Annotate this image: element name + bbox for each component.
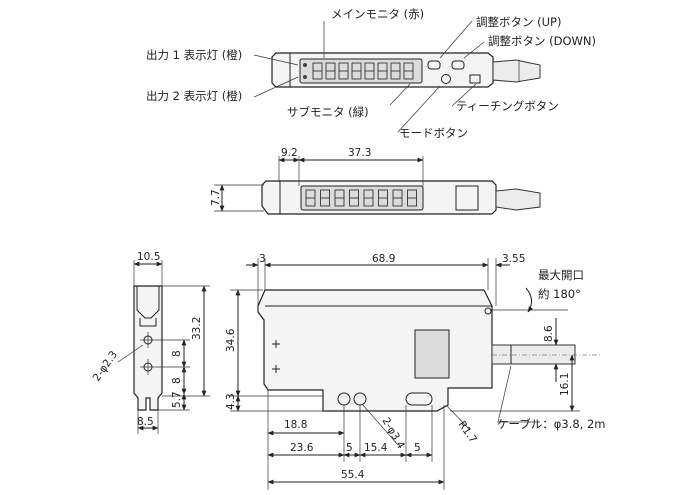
dim-18-8: 18.8 xyxy=(284,419,307,431)
output2-label: 出力 2 表示灯 (橙) xyxy=(146,89,242,103)
front-monitor-display xyxy=(305,189,417,207)
mode-label: モードボタン xyxy=(399,126,468,140)
teaching-label: ティーチングボタン xyxy=(456,99,559,113)
teaching-button[interactable] xyxy=(469,74,481,84)
adjust-up-button[interactable] xyxy=(427,60,441,70)
dim-34-6: 34.6 xyxy=(225,328,237,352)
main-view: 3 68.9 3.55 最大開口 約 180° 34.6 4.3 8.6 16.… xyxy=(225,253,606,490)
open-angle: 約 180° xyxy=(538,287,581,301)
dim-8b: 8 xyxy=(171,377,183,384)
adjust-down-label: 調整ボタン (DOWN) xyxy=(488,34,596,48)
dim-3-55: 3.55 xyxy=(502,253,525,265)
top-view: メインモニタ (赤) 調整ボタン (UP) 調整ボタン (DOWN) 出力 1 … xyxy=(146,7,596,140)
dim-37-3: 37.3 xyxy=(348,147,371,159)
dim-8-5: 8.5 xyxy=(137,416,154,428)
open-label: 最大開口 xyxy=(538,268,584,282)
dim-8-6: 8.6 xyxy=(543,325,555,342)
dim-5-7: 5.7 xyxy=(171,391,183,408)
dim-68-9: 68.9 xyxy=(372,253,395,265)
main-view-window xyxy=(414,329,450,379)
output1-label: 出力 1 表示灯 (橙) xyxy=(146,48,242,62)
dim-4-3: 4.3 xyxy=(225,393,237,410)
dim-23-6: 23.6 xyxy=(290,442,314,454)
dim-9-2: 9.2 xyxy=(281,147,298,159)
dim-33-2: 33.2 xyxy=(191,317,203,340)
front-view: 9.2 37.3 7.7 xyxy=(210,147,541,215)
output1-indicator xyxy=(303,63,307,67)
dim-16-1: 16.1 xyxy=(559,373,571,396)
cable-label: ケーブル：φ3.8, 2m xyxy=(497,417,606,431)
dim-8a: 8 xyxy=(171,350,183,357)
dim-15-4: 15.4 xyxy=(364,442,388,454)
dim-7-7: 7.7 xyxy=(210,189,222,206)
radius-label: R1.7 xyxy=(456,419,480,446)
main-monitor-display xyxy=(312,62,414,80)
sub-monitor-label: サブモニタ (緑) xyxy=(287,105,369,119)
side-hole-label: 2-φ2.3 xyxy=(91,349,120,384)
dim-55-4: 55.4 xyxy=(341,469,365,481)
output2-indicator xyxy=(303,75,307,79)
dim-3: 3 xyxy=(259,253,266,265)
cable-main xyxy=(491,344,576,365)
adjust-down-button[interactable] xyxy=(451,60,465,70)
dim-10-5: 10.5 xyxy=(137,251,160,263)
side-view: 10.5 33.2 8 8 5.7 8.5 2-φ2.3 xyxy=(91,251,210,434)
cable-top xyxy=(492,59,541,83)
mode-button[interactable] xyxy=(441,74,451,84)
adjust-up-label: 調整ボタン (UP) xyxy=(476,15,561,29)
dim-5a: 5 xyxy=(346,442,353,454)
main-monitor-label: メインモニタ (赤) xyxy=(331,7,424,21)
dim-5b: 5 xyxy=(414,442,421,454)
